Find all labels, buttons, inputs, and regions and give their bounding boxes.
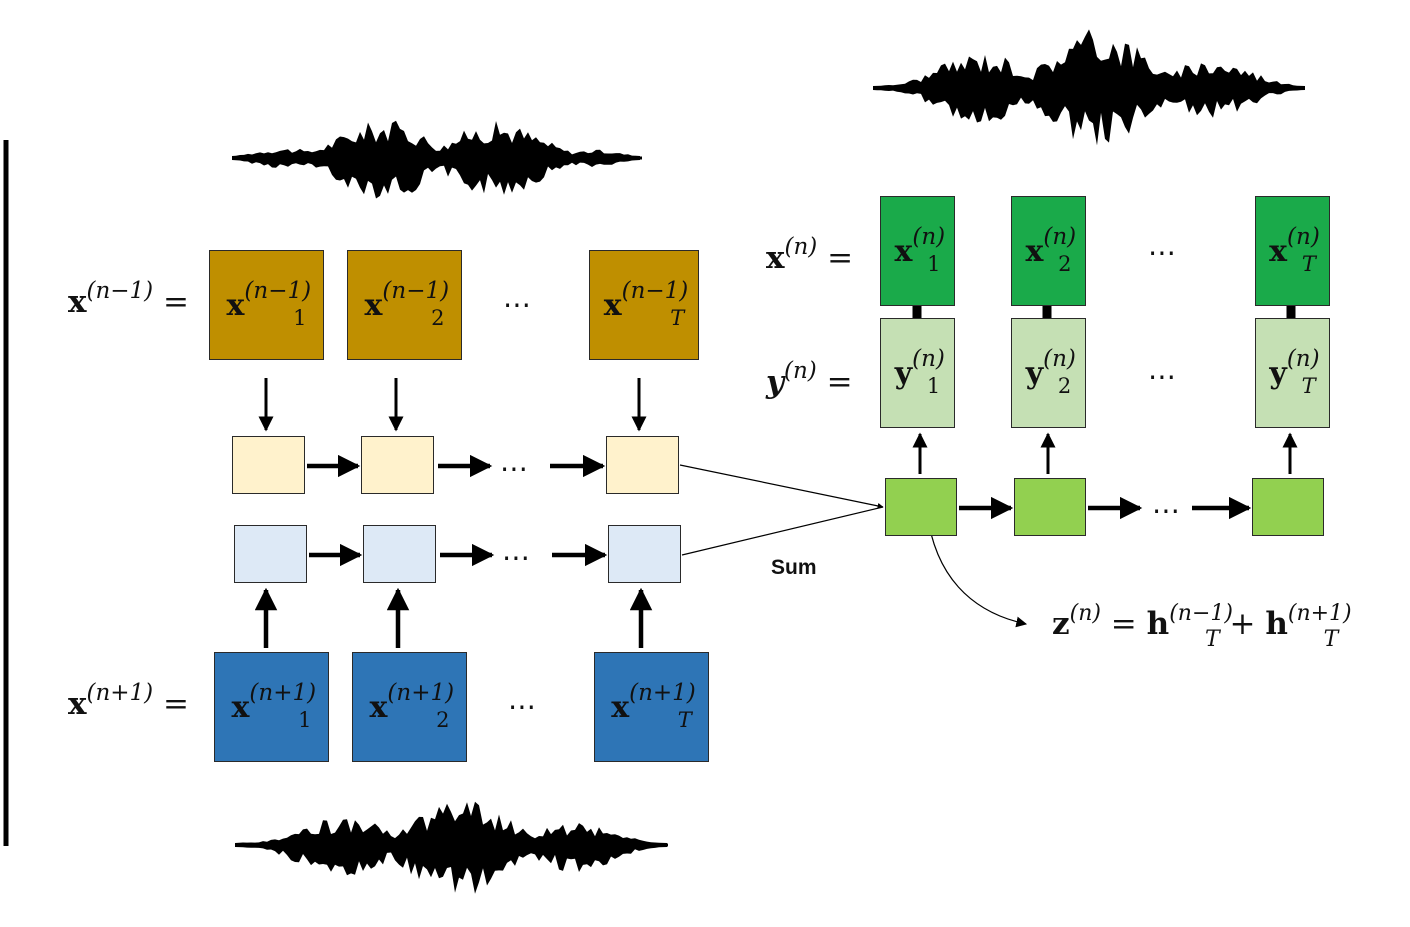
current-y-cell-T: y(n)T	[1255, 318, 1330, 428]
forward-hidden-2	[361, 436, 434, 494]
current-y-label: y(n) =	[766, 358, 853, 400]
forward-hidden-T	[606, 436, 679, 494]
prev-sequence-label: x(n−1) =	[68, 278, 189, 320]
current-y-cell-1: y(n)1	[880, 318, 955, 428]
prev-cell-T: x(n−1)T	[589, 250, 699, 360]
prev-waveform	[232, 120, 640, 199]
next-cell-2: x(n+1)2	[352, 652, 467, 762]
sum-label: Sum	[771, 556, 817, 579]
merge-line-backward	[681, 506, 884, 556]
forward-hidden-1	[232, 436, 305, 494]
prev-cell-2: x(n−1)2	[347, 250, 462, 360]
merge-line-forward	[679, 464, 884, 509]
current-y-cell-2: y(n)2	[1011, 318, 1086, 428]
prev-ellipsis: ⋯	[503, 288, 531, 321]
double-arrow-1	[902, 280, 932, 338]
current-x-cell-T: x(n)T	[1255, 196, 1330, 306]
backward-hidden-1	[234, 525, 307, 583]
next-cell-1: x(n+1)1	[214, 652, 329, 762]
backward-hidden-T	[608, 525, 681, 583]
double-arrow-2	[1032, 280, 1062, 338]
current-y-ellipsis: ⋯	[1148, 360, 1176, 393]
current-x-label: x(n) =	[766, 234, 854, 276]
next-ellipsis: ⋯	[508, 690, 536, 723]
waveform-group	[232, 29, 1305, 894]
backward-hidden-ellipsis: ⋯	[502, 541, 530, 574]
current-x-ellipsis: ⋯	[1148, 236, 1176, 269]
double-arrow-T	[1276, 280, 1306, 338]
current-x-cell-2: x(n)2	[1011, 196, 1086, 306]
arrow-group	[254, 280, 1306, 648]
prev-cell-1: x(n−1)1	[209, 250, 324, 360]
backward-hidden-2	[363, 525, 436, 583]
z-equation: z(n) = h(n−1)T + h(n+1)T	[1052, 601, 1352, 652]
next-cell-T: x(n+1)T	[594, 652, 709, 762]
decoder-hidden-T	[1252, 478, 1324, 536]
next-sequence-label: x(n+1) =	[68, 680, 189, 722]
forward-hidden-ellipsis: ⋯	[500, 452, 528, 485]
decoder-hidden-ellipsis: ⋯	[1152, 494, 1180, 527]
decoder-hidden-2	[1014, 478, 1086, 536]
next-waveform	[235, 801, 667, 894]
decoder-hidden-1	[885, 478, 957, 536]
current-x-cell-1: x(n)1	[880, 196, 955, 306]
